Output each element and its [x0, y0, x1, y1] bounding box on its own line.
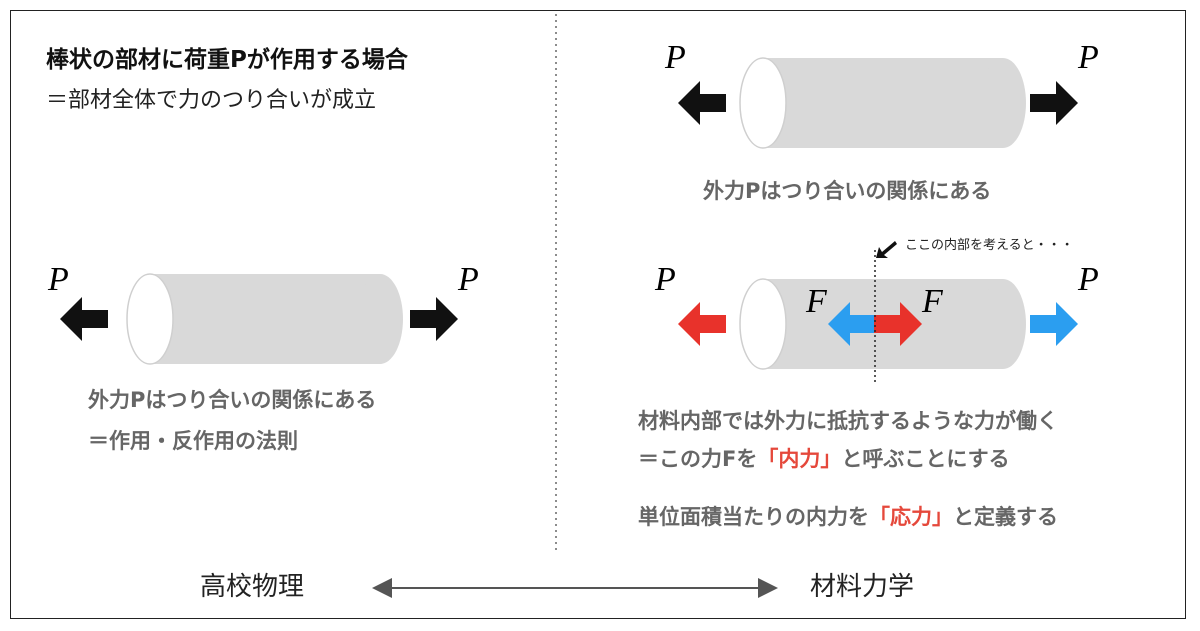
right-bottom-force-label-right: P: [1077, 261, 1099, 298]
footer-physics-label: 高校物理: [200, 572, 305, 602]
line2-text-c: と呼ぶことにする: [841, 447, 1010, 471]
left-title: 棒状の部材に荷重Pが作用する場合: [46, 47, 408, 73]
left-caption-line2: ＝作用・反作用の法則: [88, 429, 298, 453]
line2-text-a: ＝この力Fを: [638, 447, 758, 471]
naiyoku-term: 「内力」: [757, 447, 842, 471]
left-force-label-left: P: [47, 261, 69, 298]
right-bottom-force-label-left: P: [654, 261, 676, 298]
internal-blue-arrow: [828, 302, 876, 346]
line3-text-c: と定義する: [953, 505, 1058, 529]
left-caption-line1: 外力Pはつり合いの関係にある: [88, 388, 377, 412]
line3-text-a: 単位面積当たりの内力を: [638, 505, 869, 529]
left-force-label-right: P: [457, 261, 479, 298]
footer-mechanics-label: 材料力学: [810, 572, 915, 602]
internal-force-label-left: F: [805, 283, 828, 320]
right-top-caption: 外力Pはつり合いの関係にある: [703, 179, 992, 203]
right-top-force-label-right: P: [1077, 39, 1099, 76]
internal-red-arrow: [874, 302, 922, 346]
left-subtitle: ＝部材全体で力のつり合いが成立: [46, 88, 377, 113]
right-bottom-blue-arrow-right: [1030, 302, 1078, 346]
internal-force-line1: 材料内部では外力に抵抗するような力が働く: [638, 409, 1058, 433]
diagram-frame: [10, 10, 1186, 619]
left-cylinder: [126, 273, 403, 365]
internal-force-line2: ＝この力Fを「内力」と呼ぶことにする: [638, 443, 1010, 473]
left-arrow-right: [410, 297, 458, 341]
ouryoku-term: 「応力」: [869, 505, 953, 529]
right-top-force-label-left: P: [664, 39, 686, 76]
right-top-arrow-left: [678, 81, 726, 125]
left-arrow-left: [60, 297, 108, 341]
right-top-cylinder: [739, 57, 1026, 149]
stress-definition-line: 単位面積当たりの内力を「応力」と定義する: [638, 501, 1058, 531]
inside-annotation: ここの内部を考えると・・・: [905, 238, 1074, 253]
internal-force-label-right: F: [921, 283, 944, 320]
right-bottom-red-arrow-left: [678, 302, 726, 346]
right-top-arrow-right: [1030, 81, 1078, 125]
annotation-pointer-arrow: [876, 241, 897, 258]
